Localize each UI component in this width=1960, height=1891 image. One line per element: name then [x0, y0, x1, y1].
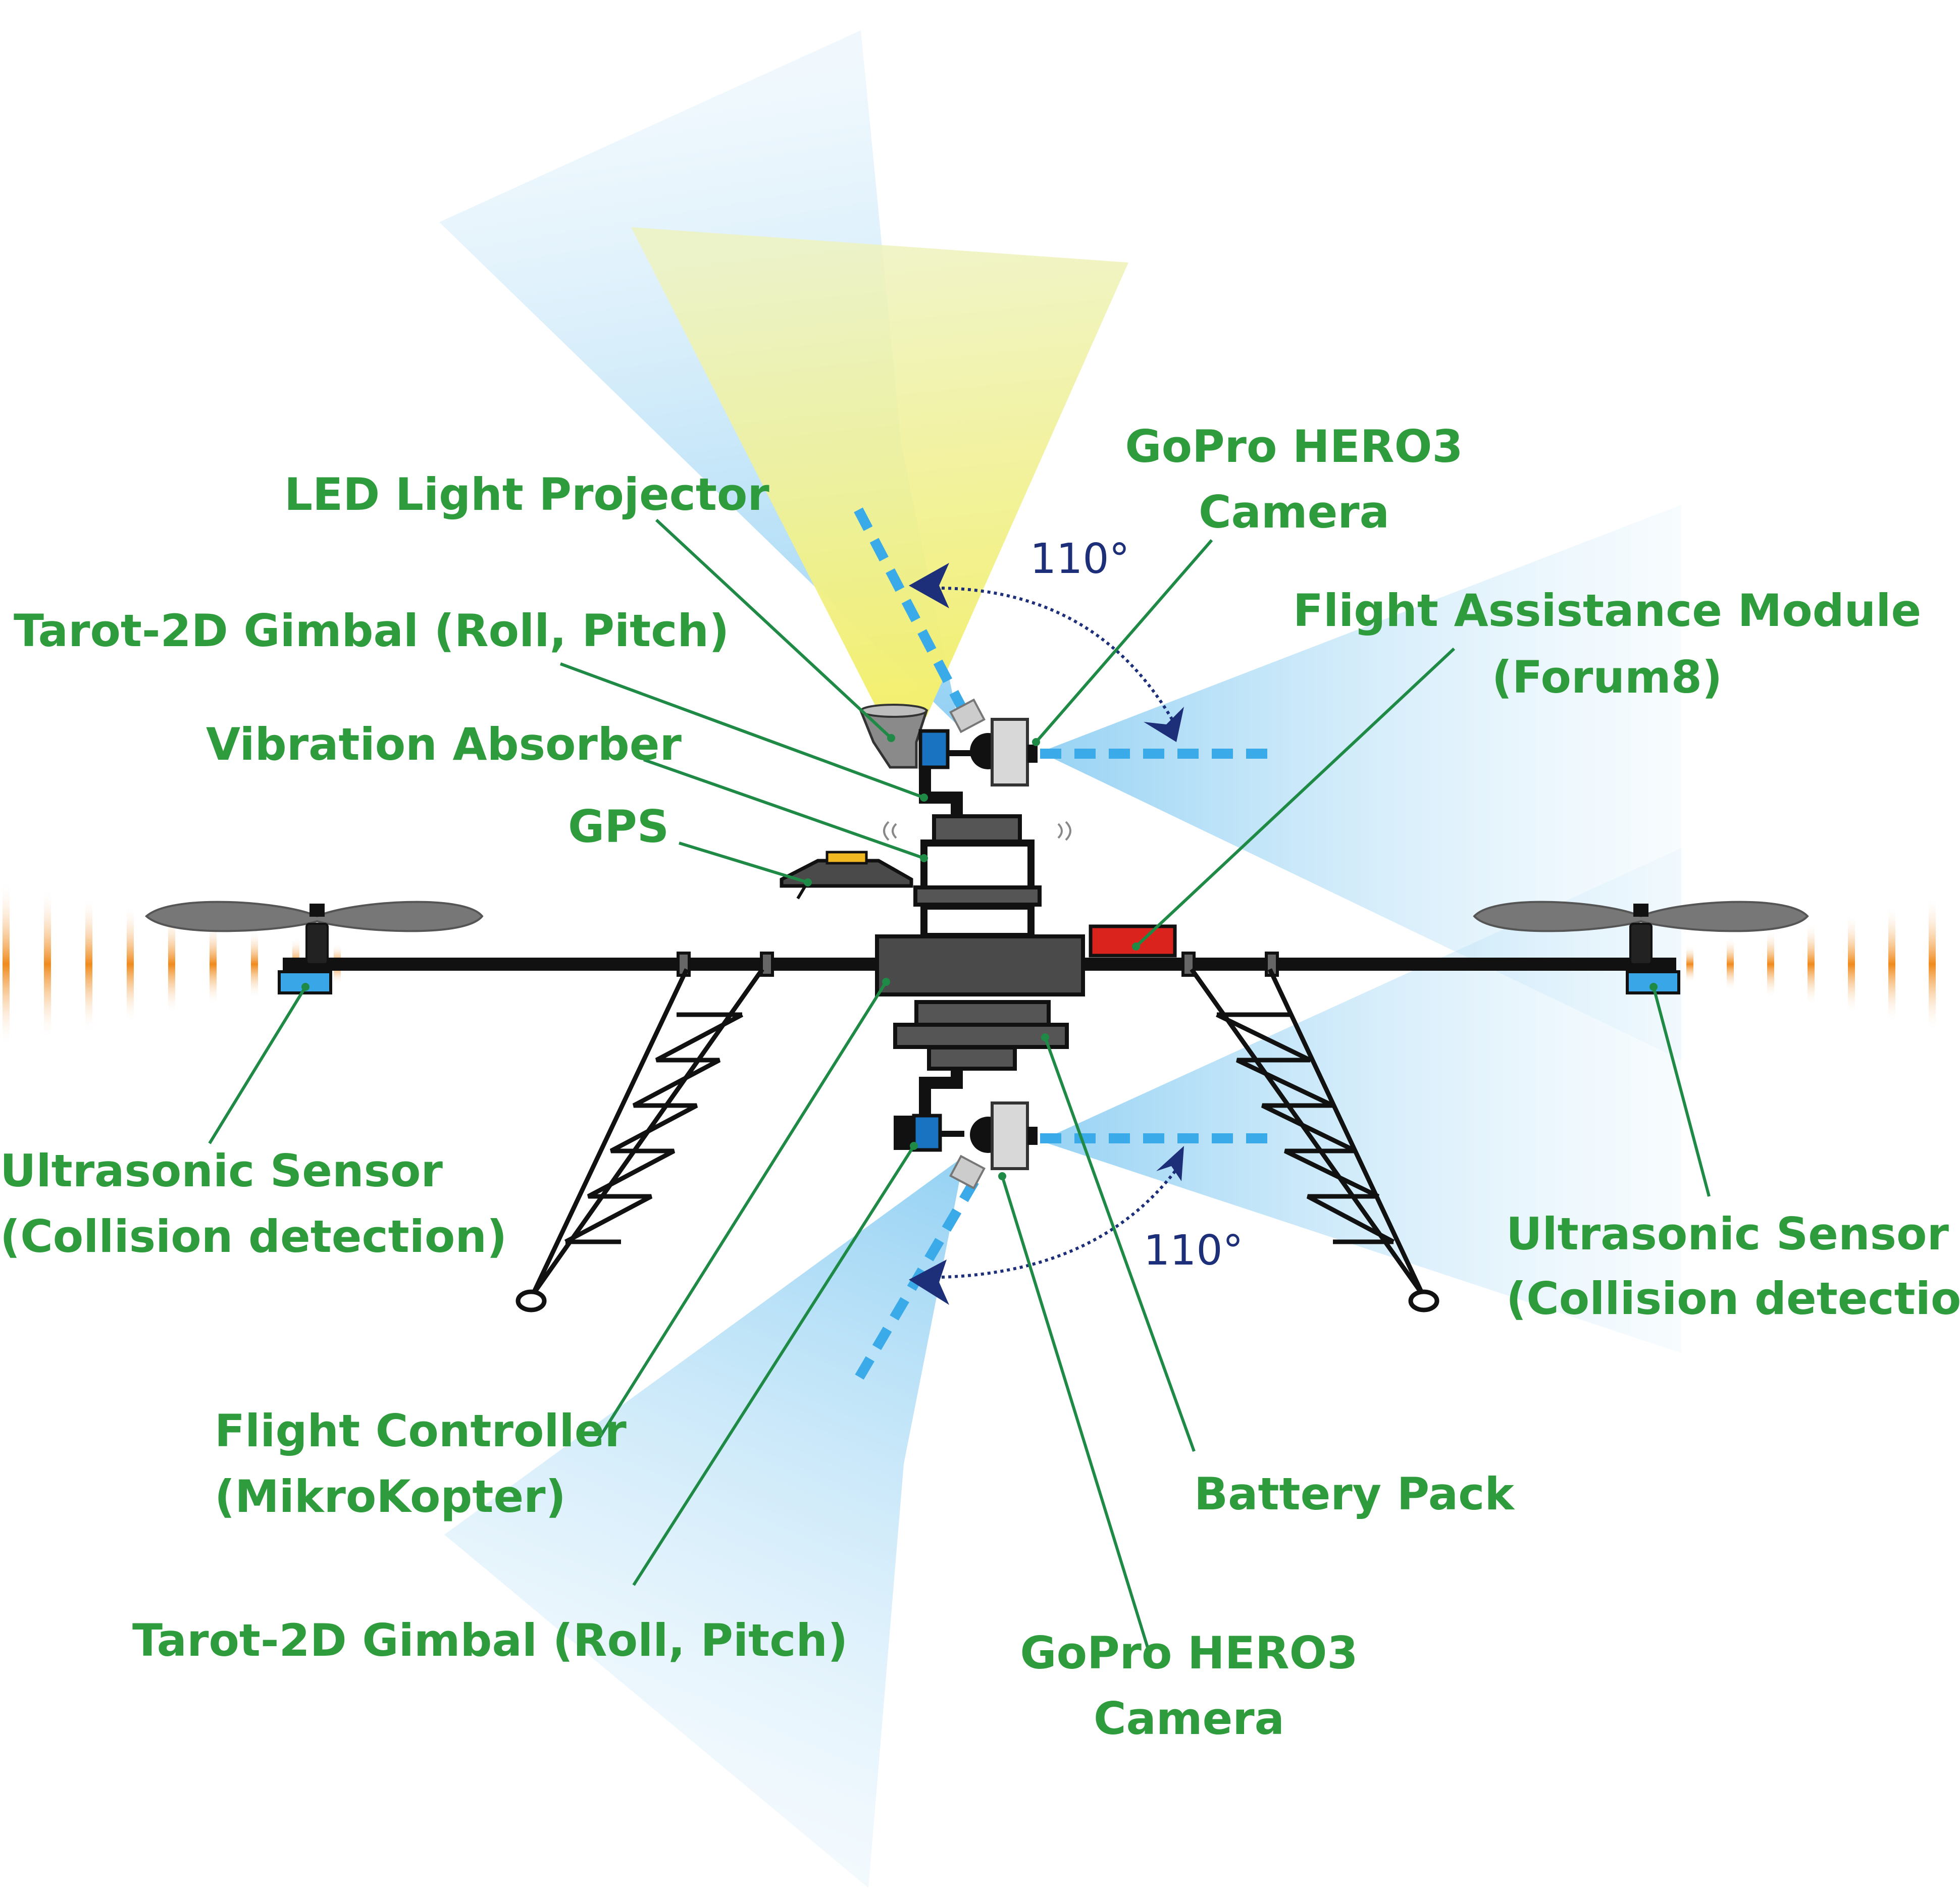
ultrasonic-wave-bar — [1929, 896, 1936, 1032]
label-gopro-top-line2: Camera — [1199, 486, 1389, 538]
vibration-marks — [883, 821, 1071, 841]
ultrasonic-wave-bar — [1727, 937, 1734, 991]
ultrasonic-wave-bar — [127, 905, 134, 1024]
gopro-camera-bottom — [991, 1101, 1029, 1170]
fov-right-bottom — [1040, 848, 1681, 1353]
label-gopro-top-line1: GoPro HERO3 — [1125, 421, 1463, 472]
flight-assistance-module — [1089, 924, 1177, 958]
arrowhead-top-left — [909, 563, 949, 608]
label-ultrasonic-left-line2: (Collision detection) — [0, 1211, 507, 1263]
ultrasonic-wave-bar — [1686, 945, 1693, 983]
label-gopro-bottom-line1: GoPro HERO3 — [1020, 1627, 1358, 1679]
gimbal-block-top — [918, 729, 950, 769]
angle-label-bottom: 110° — [1144, 1227, 1244, 1275]
ultrasonic-wave-bar — [44, 888, 51, 1040]
ultrasonic-wave-bar — [1848, 914, 1855, 1015]
battery-pack-bottom — [927, 1045, 1017, 1071]
ultrasonic-wave-bar — [3, 881, 10, 1047]
landing-gear-right — [1190, 968, 1439, 1312]
ultrasonic-wave-bar — [210, 922, 217, 1006]
frame-spacer — [920, 903, 1035, 940]
arrowhead-bottom-left — [909, 1259, 949, 1305]
vibration-absorber-plate — [932, 814, 1022, 844]
label-led-light-projector: LED Light Projector — [284, 468, 769, 520]
gimbal-bracket-top — [949, 698, 986, 733]
ultrasonic-waves-right — [1686, 896, 1936, 1032]
gps-module — [780, 851, 913, 900]
label-flight-assistance-line1: Flight Assistance Module — [1293, 585, 1921, 637]
frame-top-plate — [913, 885, 1042, 907]
leader-lines — [208, 518, 1711, 1651]
label-ultrasonic-left-line1: Ultrasonic Sensor — [0, 1145, 443, 1197]
label-gopro-bottom-line2: Camera — [1094, 1693, 1284, 1745]
ultrasonic-wave-bar — [85, 896, 92, 1032]
battery-pack-top — [914, 1000, 1051, 1027]
battery-pack — [893, 1023, 1069, 1049]
angle-label-top: 110° — [1030, 535, 1130, 583]
gimbal-block-bottom — [912, 1114, 942, 1152]
label-gps: GPS — [568, 801, 669, 853]
label-flight-controller-line2: (MikroKopter) — [215, 1470, 566, 1522]
ultrasonic-wave-bar — [168, 914, 175, 1015]
top-camera-axis-vertical — [854, 507, 976, 729]
ultrasonic-wave-bar — [1888, 905, 1895, 1024]
label-flight-controller-line1: Flight Controller — [215, 1405, 627, 1457]
central-stack — [875, 767, 1085, 1116]
arm-clamp-2 — [760, 952, 774, 977]
arrowhead-top-right — [1144, 707, 1184, 742]
label-battery-pack: Battery Pack — [1194, 1468, 1515, 1520]
flight-controller-body — [875, 934, 1085, 996]
angle-arc-top — [941, 587, 1178, 728]
light-beam — [631, 227, 1128, 717]
ultrasonic-waves-left — [3, 881, 341, 1047]
ultrasonic-wave-bar — [1808, 922, 1815, 1006]
label-vibration-absorber: Vibration Absorber — [206, 718, 682, 770]
propeller-left — [145, 901, 484, 965]
label-ultrasonic-right-line2: (Collision detection) — [1506, 1273, 1960, 1325]
ultrasonic-wave-bar — [251, 930, 258, 999]
label-flight-assistance-line2: (Forum8) — [1492, 651, 1722, 703]
fov-bottom-camera — [444, 1156, 964, 1888]
label-gimbal-top: Tarot-2D Gimbal (Roll, Pitch) — [14, 605, 729, 657]
arrowhead-bottom-right — [1156, 1146, 1184, 1181]
propeller-right — [1473, 901, 1809, 965]
gimbal-bracket-bottom — [949, 1154, 986, 1190]
landing-gear-left — [515, 968, 764, 1312]
bottom-camera-assembly — [894, 1101, 1038, 1190]
label-gimbal-bottom: Tarot-2D Gimbal (Roll, Pitch) — [132, 1614, 848, 1666]
ultrasonic-wave-bar — [1767, 930, 1774, 999]
gopro-camera-top — [991, 718, 1029, 786]
label-ultrasonic-right-line1: Ultrasonic Sensor — [1506, 1208, 1949, 1260]
